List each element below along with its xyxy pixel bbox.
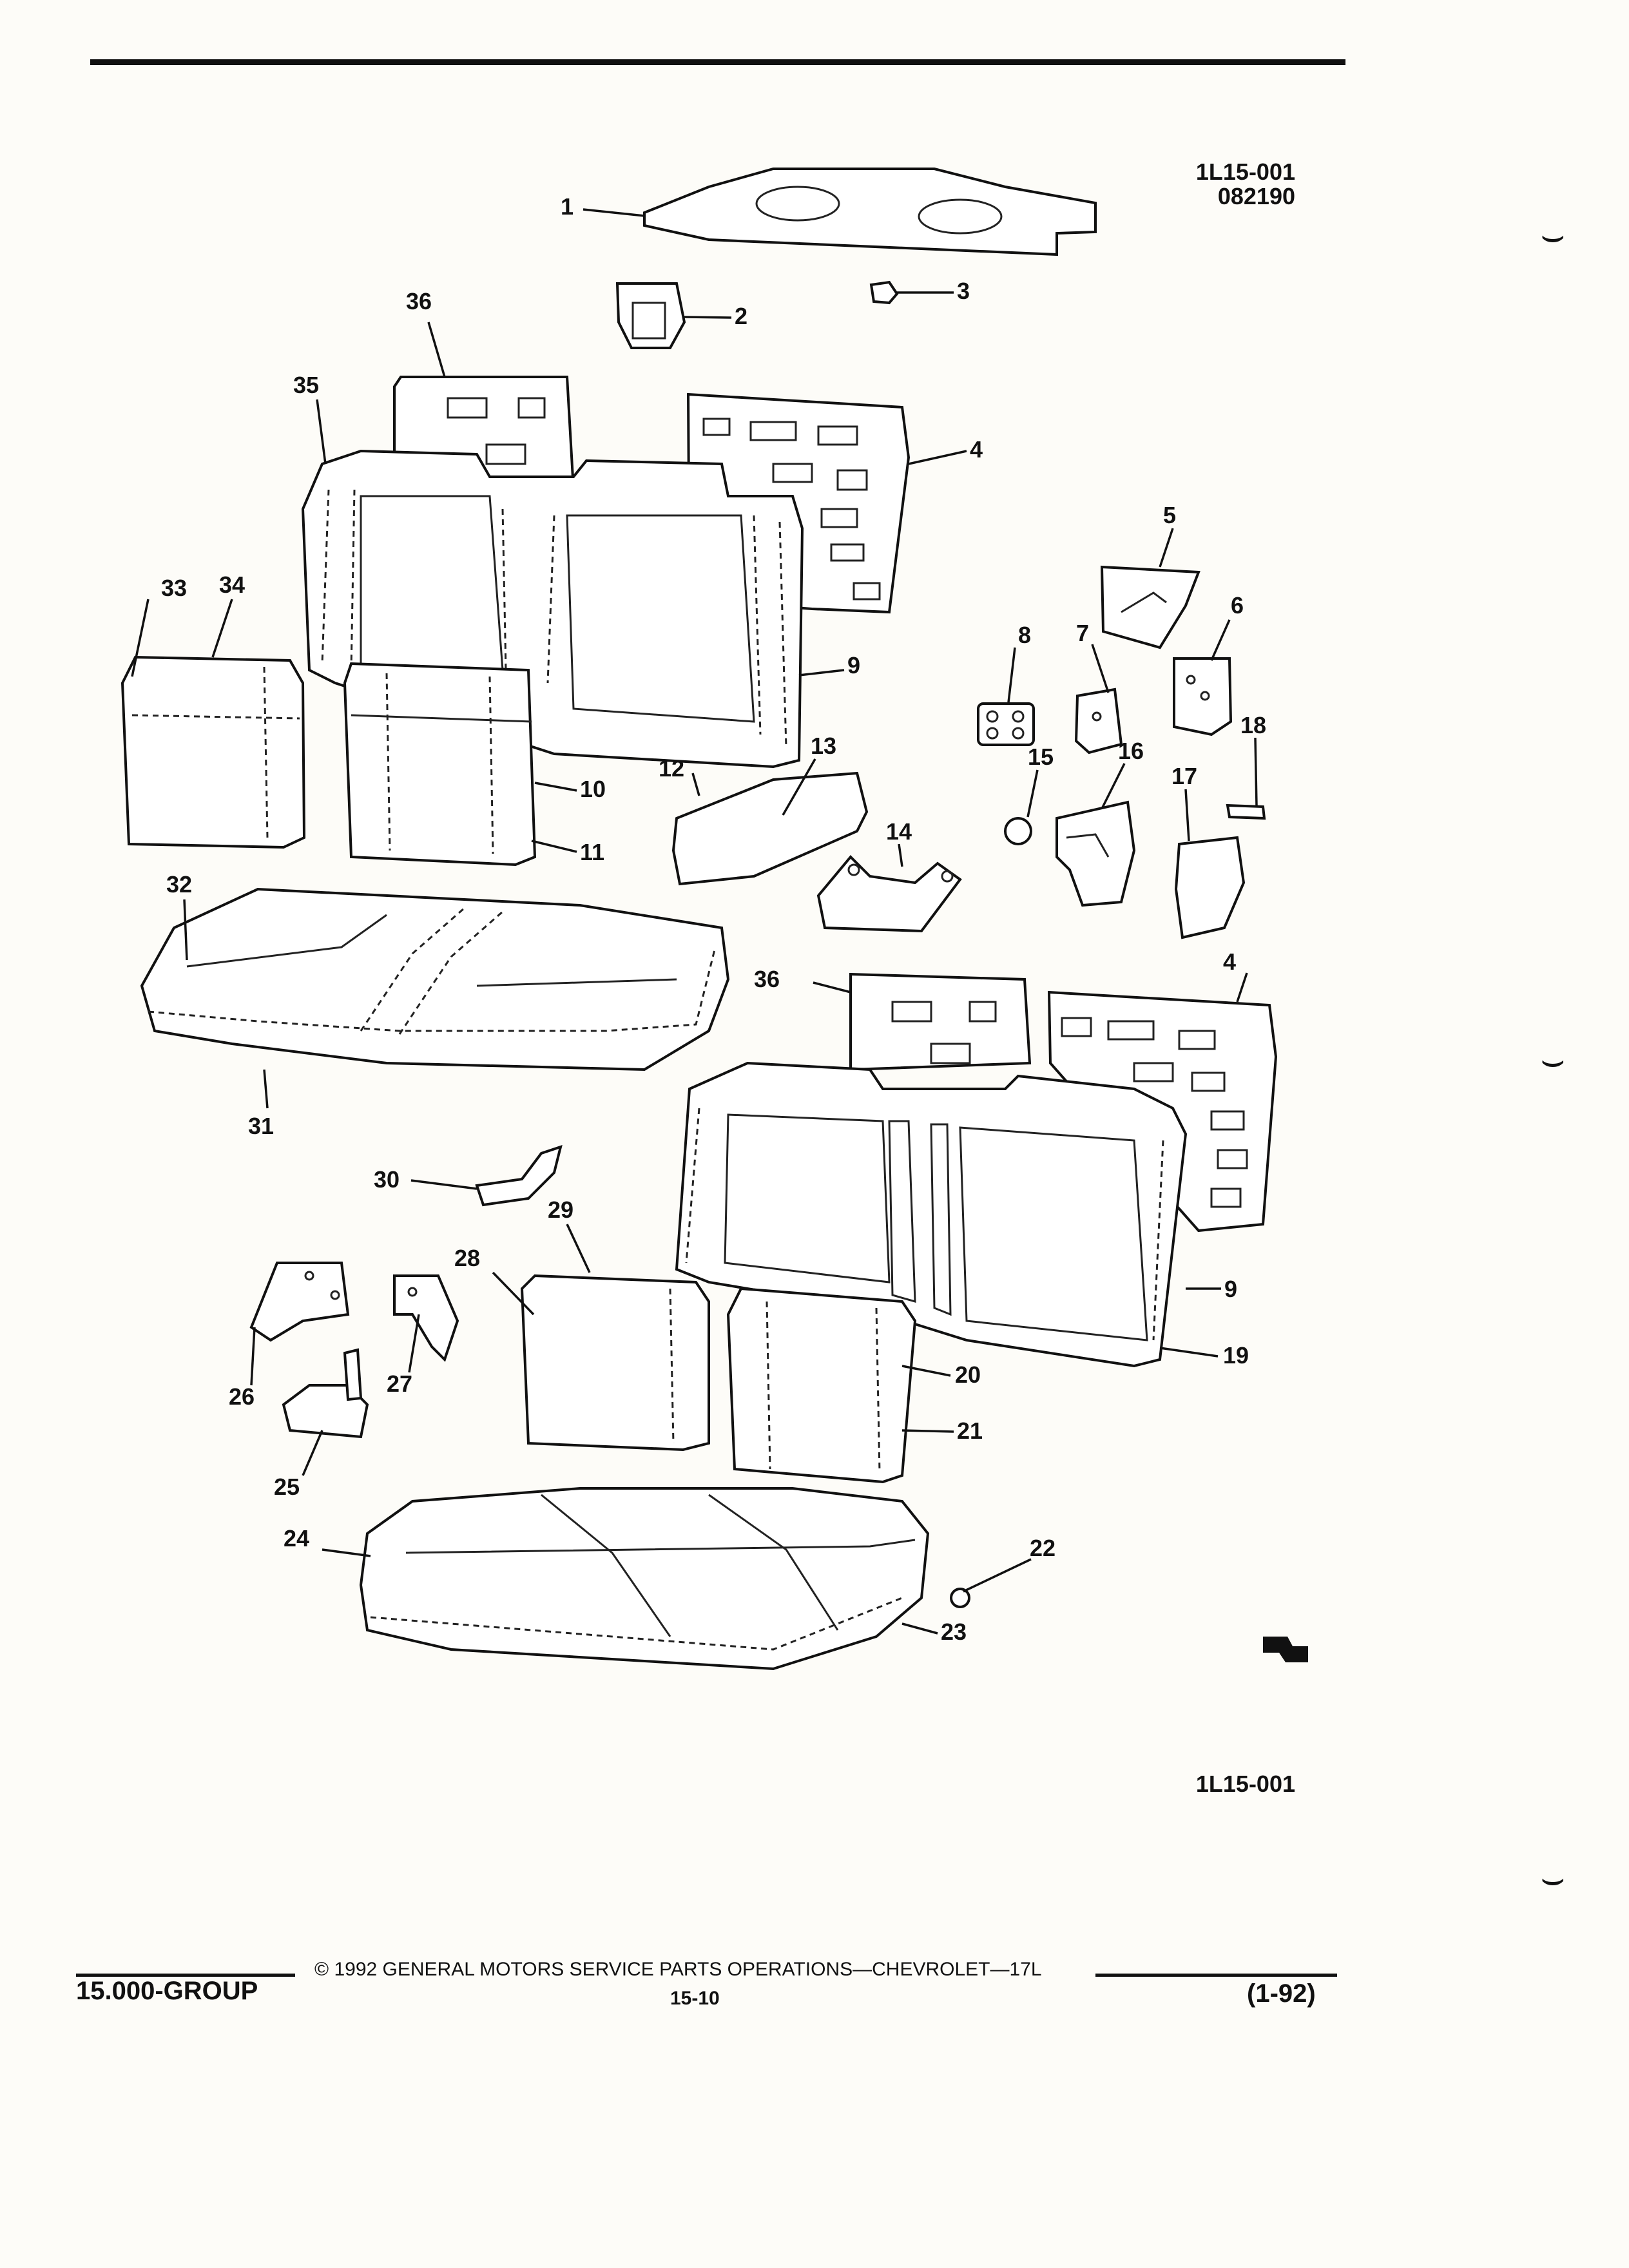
part-armrest: [671, 771, 869, 886]
callout-17: 17: [1171, 763, 1197, 789]
footer-page-number: 15-10: [670, 1988, 720, 2009]
margin-mark-icon: ⌣: [1540, 1038, 1566, 1081]
footer-revision: (1-92): [1247, 1979, 1316, 2008]
callout-36-upper: 36: [406, 288, 432, 314]
copyright-text: 1992 GENERAL MOTORS SERVICE PARTS OPERAT…: [334, 1959, 1042, 1980]
callout-22: 22: [1030, 1535, 1055, 1561]
part-seat-cushion-lower: [359, 1487, 930, 1671]
callout-28: 28: [454, 1245, 480, 1271]
callout-12: 12: [659, 755, 684, 782]
part-nut-15: [1004, 817, 1032, 845]
callout-19: 19: [1223, 1342, 1249, 1369]
callout-13: 13: [811, 733, 836, 759]
callout-21: 21: [957, 1418, 983, 1444]
part-plate-8: [977, 702, 1035, 746]
callout-8: 8: [1018, 622, 1031, 648]
callout-32: 32: [166, 871, 192, 898]
callout-9-lower: 9: [1224, 1276, 1237, 1302]
part-seatback-lower-assembly: [675, 1061, 1188, 1368]
callout-11: 11: [580, 839, 604, 865]
part-back-cushion-center: [343, 662, 537, 867]
callout-36-lower: 36: [754, 966, 780, 992]
part-latch-16: [1055, 800, 1136, 907]
figure-id-top-code: 1L15-001: [1195, 159, 1295, 185]
figure-id-bottom: 1L15-001: [1195, 1771, 1295, 1797]
callout-1: 1: [561, 193, 574, 220]
part-seatback-frame-lower-left: [849, 972, 1032, 1072]
part-bracket-25: [282, 1348, 369, 1439]
part-back-cushion-lower-left: [520, 1274, 710, 1452]
callout-6: 6: [1231, 592, 1244, 619]
top-rule: [90, 59, 1345, 65]
part-back-cushion-left: [120, 655, 306, 849]
part-hinge-27: [393, 1274, 459, 1362]
part-bracket-7: [1074, 687, 1123, 754]
callout-labels: 1 2 3 4 5 6 7 8 9 10 11 12 13 14 15 16 1…: [161, 193, 1266, 1645]
part-bracket-14: [816, 855, 962, 933]
callout-16: 16: [1118, 738, 1144, 764]
part-bracket-5: [1100, 565, 1200, 649]
copyright-symbol: ©: [314, 1959, 329, 1980]
part-seat-cushion-upper: [140, 887, 730, 1072]
callout-4-upper: 4: [970, 436, 983, 463]
part-hinge-26: [249, 1262, 350, 1342]
callout-26: 26: [229, 1383, 255, 1410]
part-ring-22: [950, 1588, 970, 1608]
callout-34: 34: [219, 572, 245, 598]
figure-date-code: 082190: [1217, 183, 1295, 209]
callout-31: 31: [248, 1113, 274, 1139]
callout-29: 29: [548, 1196, 574, 1223]
part-rear-shelf: [643, 168, 1097, 256]
figure-id-top: 1L15-001 082190: [1153, 160, 1295, 209]
part-headrest-guide: [615, 282, 686, 349]
callout-25: 25: [274, 1474, 300, 1500]
callout-20: 20: [955, 1361, 981, 1388]
callout-35: 35: [293, 372, 319, 398]
callout-4-lower: 4: [1223, 948, 1236, 975]
footer-rule-right: [1095, 1974, 1337, 1977]
part-clip: [869, 280, 899, 305]
callout-24: 24: [284, 1525, 309, 1552]
margin-mark-icon: ⌣: [1540, 213, 1566, 256]
part-back-cushion-lower-right: [726, 1287, 917, 1484]
callout-3: 3: [957, 278, 970, 304]
part-strap-30: [475, 1144, 563, 1207]
callout-27: 27: [387, 1370, 412, 1397]
footer-group-label: 15.000-GROUP: [76, 1977, 258, 2005]
callout-23: 23: [941, 1619, 967, 1645]
leader-lines: [131, 208, 1258, 1635]
callout-15: 15: [1028, 744, 1054, 770]
footer-copyright: © 1992 GENERAL MOTORS SERVICE PARTS OPER…: [314, 1959, 1042, 1981]
part-cover-17: [1174, 836, 1246, 939]
callout-30: 30: [374, 1166, 400, 1193]
footer-rule-left: [76, 1974, 295, 1977]
callout-9-upper: 9: [847, 652, 860, 678]
margin-mark-icon: ⌣: [1540, 1856, 1566, 1899]
callout-5: 5: [1163, 502, 1176, 528]
callout-2: 2: [735, 303, 747, 329]
callout-33: 33: [161, 575, 187, 601]
callout-10: 10: [580, 776, 606, 802]
callout-14: 14: [886, 818, 912, 845]
callout-7: 7: [1076, 620, 1089, 646]
part-bolt-18: [1226, 803, 1266, 820]
part-bracket-6: [1173, 657, 1233, 736]
chevrolet-mark-icon: [1263, 1637, 1308, 1662]
callout-18: 18: [1240, 712, 1266, 738]
